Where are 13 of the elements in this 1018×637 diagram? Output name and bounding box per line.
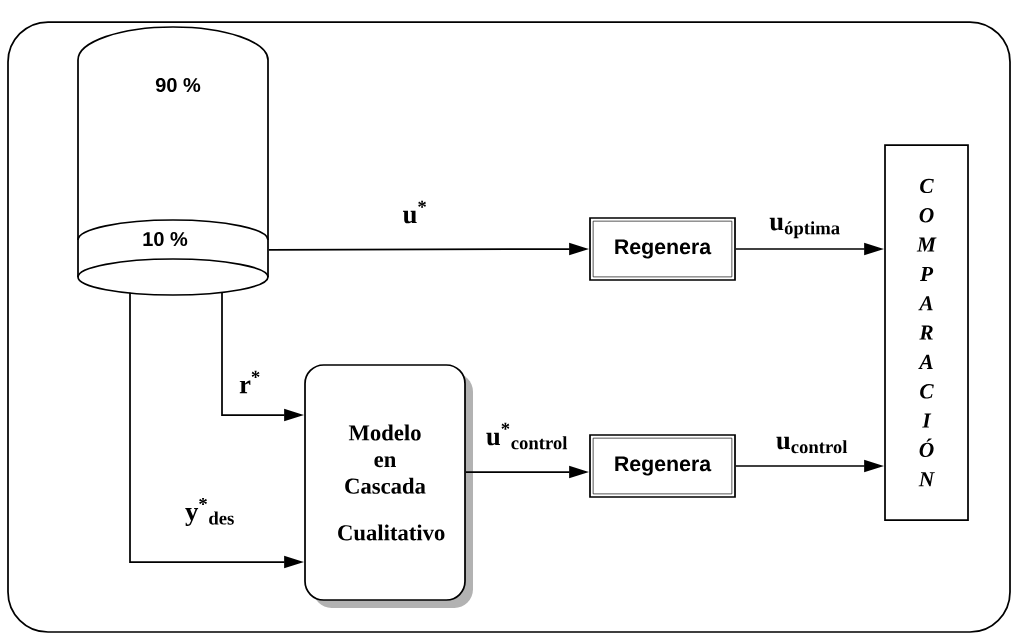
edge-label: y$^{*}$des (185, 497, 234, 527)
edge-label: u$^{*}$control (486, 422, 568, 450)
process-box: Regenera (589, 217, 736, 281)
edge-label: u$_{control}$ (776, 436, 848, 454)
model-box: Modelo en Cascada Cualitativo (304, 364, 473, 608)
edge-label: u$_{óptima}$ (769, 217, 840, 239)
node-label: 90 % (155, 77, 201, 93)
node-label: 10 % (143, 231, 188, 247)
edge-label: r$^{*}$ (239, 370, 260, 394)
process-box: Regenera (589, 434, 736, 498)
edge-label: u$^{*}$ (403, 200, 426, 224)
comparison-box: C O M P A R A C I Ó N (884, 144, 969, 521)
cylinder: 90 % 10 % (77, 26, 269, 296)
